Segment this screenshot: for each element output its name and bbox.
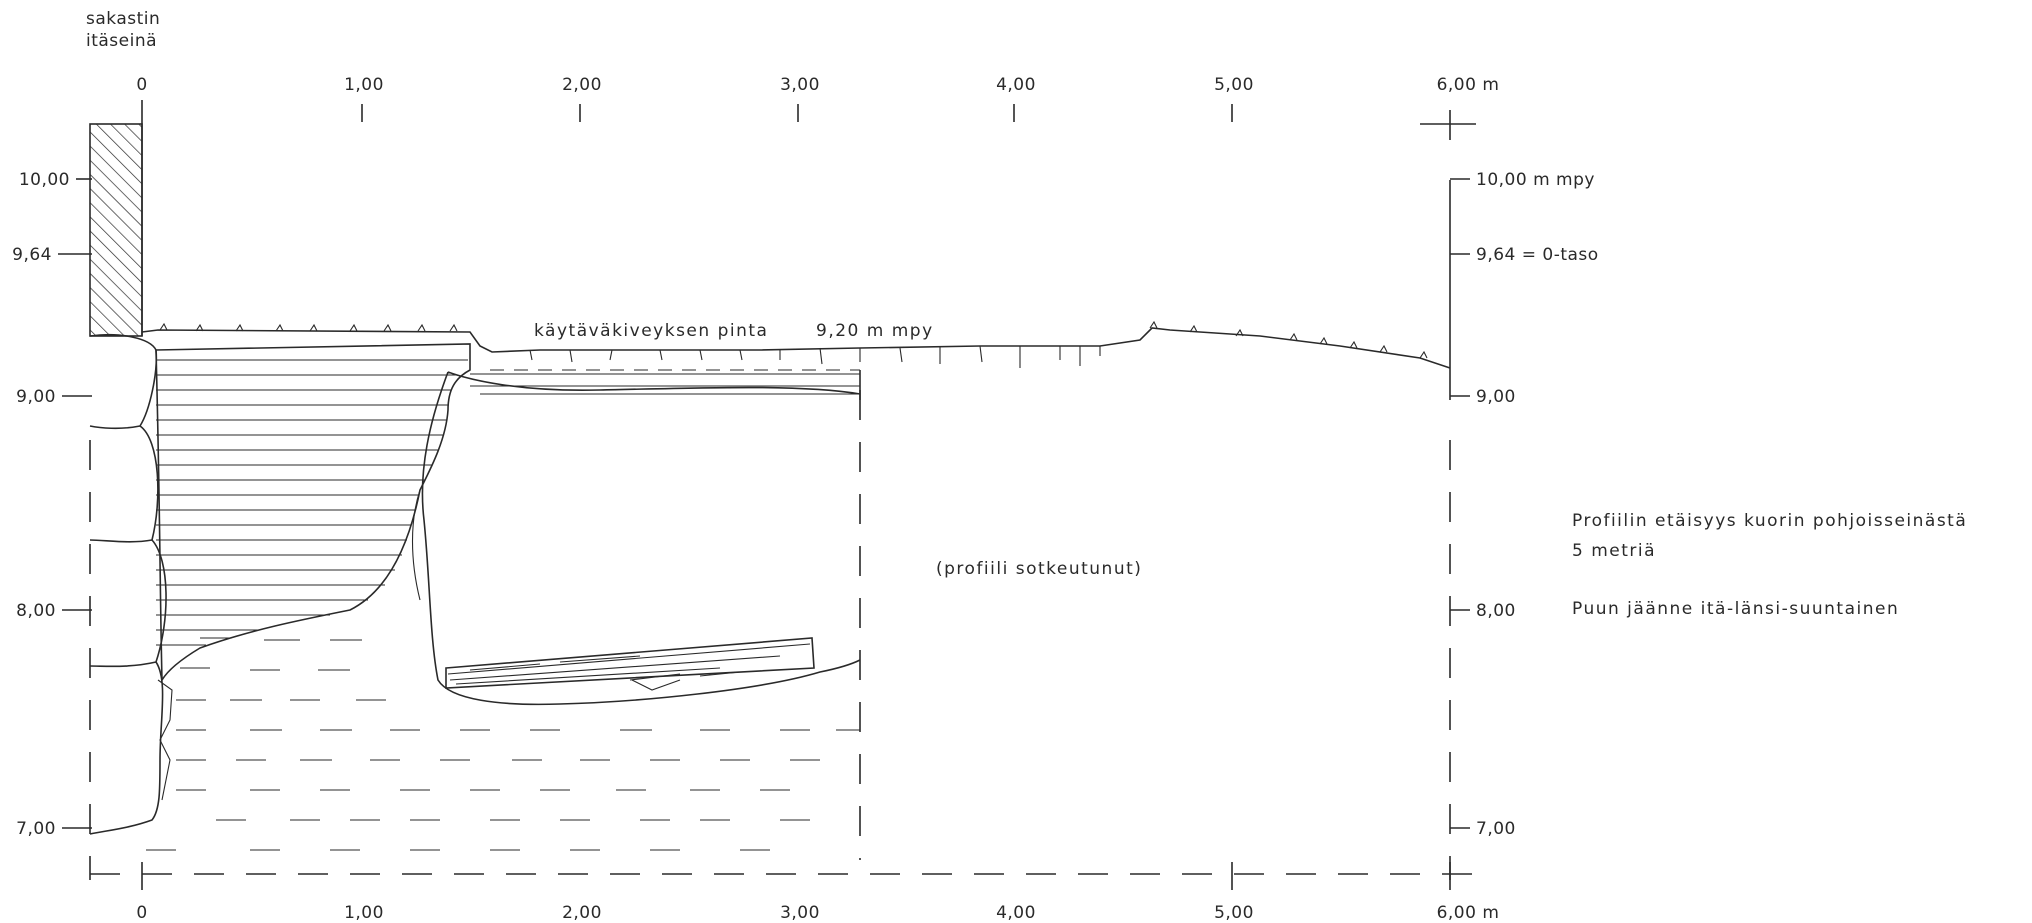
- layered-fill-stripes: [156, 359, 468, 646]
- bottom-tick-label-4: 4,00: [996, 903, 1036, 923]
- left-level-964-label: 9,64: [12, 245, 52, 265]
- top-tick-label-3: 3,00: [780, 75, 820, 95]
- surface-level-annotation: 9,20 m mpy: [816, 321, 934, 341]
- clay-dashes: [146, 637, 860, 851]
- inner-pit-line: [412, 489, 421, 601]
- left-level-7-label: 7,00: [16, 819, 56, 839]
- ground-surface-line: [141, 327, 1451, 369]
- top-tick-label-2: 2,00: [562, 75, 602, 95]
- disturbed-annotation: (profiili sotkeutunut): [936, 559, 1142, 579]
- note-wood-orientation: Puun jäänne itä-länsi-suuntainen: [1572, 599, 1899, 619]
- bottom-tick-label-5: 5,00: [1214, 903, 1254, 923]
- right-level-9-label: 9,00: [1476, 387, 1516, 407]
- left-level-9-label: 9,00: [16, 387, 56, 407]
- wood-remnant: [445, 637, 815, 691]
- top-tick-label-6: 6,00 m: [1437, 75, 1500, 95]
- right-level-8-label: 8,00: [1476, 601, 1516, 621]
- bottom-tick-label-6: 6,00 m: [1437, 903, 1500, 923]
- sacristy-label-line1: sakastin: [86, 9, 160, 29]
- grass-marks: [159, 320, 1428, 359]
- note-distance-value: 5 metriä: [1572, 541, 1656, 561]
- right-level-964-label: 9,64 = 0-taso: [1476, 245, 1599, 265]
- left-level-10-label: 10,00: [19, 170, 70, 190]
- right-levels: 10,00 m mpy 9,64 = 0-taso 9,00 8,00 7,00: [1450, 170, 1599, 839]
- top-tick-label-0: 0: [136, 75, 147, 95]
- right-level-7-label: 7,00: [1476, 819, 1516, 839]
- sacristy-label-line2: itäseinä: [86, 31, 157, 51]
- top-tick-label-1: 1,00: [344, 75, 384, 95]
- left-level-8-label: 8,00: [16, 601, 56, 621]
- pit-outline: [421, 371, 861, 706]
- sacristy-wall-hatch: [89, 123, 143, 337]
- top-scale: 0 1,00 2,00 3,00 4,00 5,00 6,00 m: [136, 75, 1499, 122]
- thin-paving-layers: [470, 373, 860, 395]
- surface-annotation: käytäväkiveyksen pinta: [534, 321, 768, 341]
- bottom-tick-label-2: 2,00: [562, 903, 602, 923]
- right-level-10-label: 10,00 m mpy: [1476, 170, 1595, 190]
- top-tick-label-5: 5,00: [1214, 75, 1254, 95]
- bottom-tick-label-0: 0: [136, 903, 147, 923]
- bottom-tick-label-3: 3,00: [780, 903, 820, 923]
- left-levels: 10,00 9,64 9,00 8,00 7,00: [12, 170, 92, 839]
- paving-stones: [529, 345, 1101, 368]
- top-tick-label-4: 4,00: [996, 75, 1036, 95]
- foundation-stones: [89, 333, 173, 835]
- bottom-tick-label-1: 1,00: [344, 903, 384, 923]
- note-distance: Profiilin etäisyys kuorin pohjoisseinäst…: [1572, 511, 1967, 531]
- bottom-scale: 0 1,00 2,00 3,00 4,00 5,00 6,00 m: [136, 862, 1499, 923]
